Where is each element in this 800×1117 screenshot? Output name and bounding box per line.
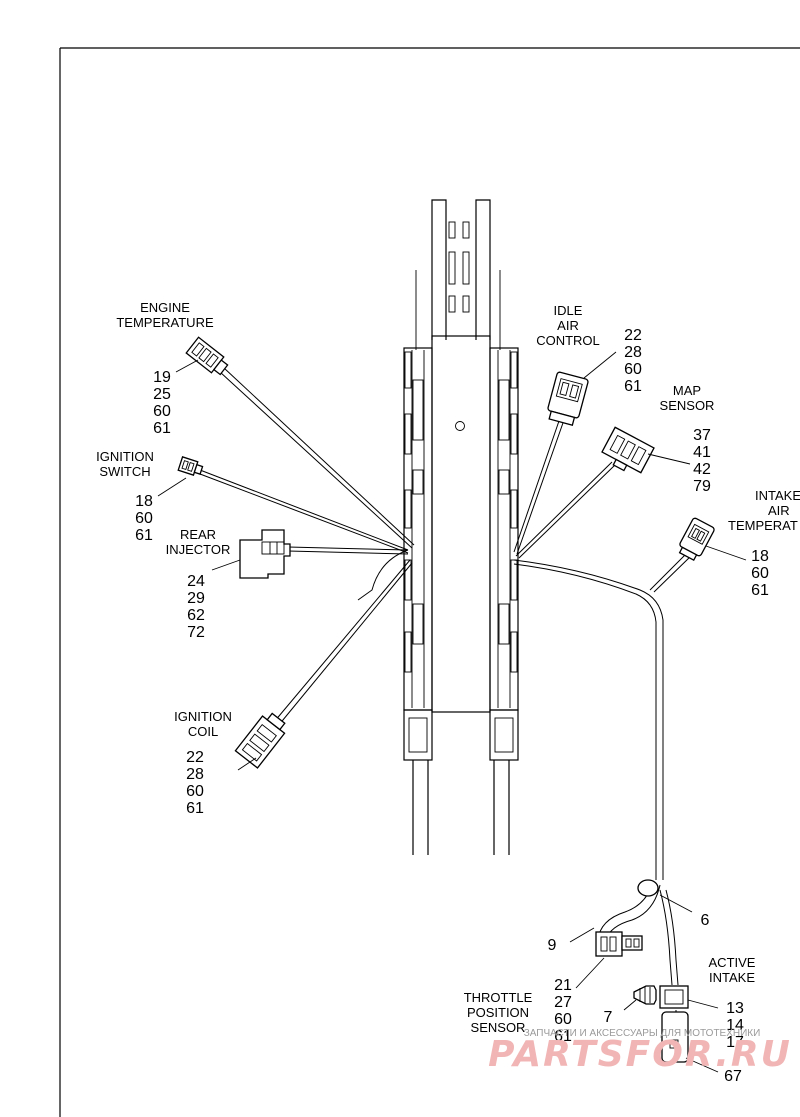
throttle-position-sensor-connector [595, 931, 643, 957]
frame-backbone [403, 199, 519, 855]
ignition-switch-label-1: IGNITION [96, 449, 154, 464]
label-active-intake: ACTIVE INTAKE [709, 955, 756, 985]
watermark-logo: PARTSFOR.RU [488, 1034, 792, 1075]
rear-injector-label-2: INJECTOR [166, 542, 231, 557]
rear-injector-num: 29 [187, 590, 205, 607]
intake-air-temperature-label-3: TEMPERAT [728, 518, 798, 533]
label-engine-temperature: ENGINE TEMPERATURE [116, 300, 214, 330]
intake-air-temperature-num: 18 [751, 548, 769, 565]
rear-injector-component [239, 529, 291, 579]
numbers-active-intake: 13 14 17 [726, 1000, 744, 1051]
idle-air-control-num: 60 [624, 361, 642, 378]
ignition-switch-num: 61 [135, 527, 153, 544]
rear-injector-num: 24 [187, 573, 205, 590]
watermark-tagline: ЗАПЧАСТИ И АКСЕССУАРЫ ДЛЯ МОТОТЕХНИКИ [524, 1028, 761, 1039]
idle-air-control-num: 61 [624, 378, 642, 395]
map-sensor-num: 37 [693, 427, 711, 444]
item-6-label: 6 [701, 912, 710, 929]
idle-air-control-num: 28 [624, 344, 642, 361]
engine-temperature-connector [185, 336, 229, 376]
tps-label-1: THROTTLE [464, 990, 533, 1005]
ignition-coil-label-2: COIL [188, 724, 218, 739]
numbers-ignition-coil: 22 28 60 61 [186, 749, 204, 817]
tps-num: 21 [554, 977, 572, 994]
numbers-rear-injector: 24 29 62 72 [187, 573, 205, 641]
numbers-engine-temperature: 19 25 60 61 [153, 369, 171, 437]
intake-air-temperature-num: 60 [751, 565, 769, 582]
intake-air-temperature-label-1: INTAKE [755, 488, 800, 503]
tps-num: 61 [554, 1028, 572, 1045]
tps-num: 60 [554, 1011, 572, 1028]
intake-air-temperature-label-2: AIR [768, 503, 790, 518]
engine-temperature-num: 25 [153, 386, 171, 403]
ignition-coil-num: 22 [186, 749, 204, 766]
active-intake-connector [659, 985, 689, 1063]
ignition-coil-connector [234, 712, 286, 769]
rear-injector-num: 72 [187, 624, 205, 641]
numbers-idle-air-control: 22 28 60 61 [624, 327, 642, 395]
engine-temperature-num: 60 [153, 403, 171, 420]
idle-air-control-label-3: CONTROL [536, 333, 600, 348]
map-sensor-num: 42 [693, 461, 711, 478]
item-9-label: 9 [548, 937, 557, 954]
map-sensor-num: 41 [693, 444, 711, 461]
ignition-coil-num: 61 [186, 800, 204, 817]
rear-injector-num: 62 [187, 607, 205, 624]
map-sensor-label-2: SENSOR [660, 398, 715, 413]
label-ignition-switch: IGNITION SWITCH [96, 449, 154, 479]
label-idle-air-control: IDLE AIR CONTROL [536, 303, 600, 348]
ignition-switch-num: 18 [135, 493, 153, 510]
item-7-label: 7 [604, 1009, 613, 1026]
ignition-switch-label-2: SWITCH [99, 464, 150, 479]
engine-temperature-num: 61 [153, 420, 171, 437]
label-ignition-coil: IGNITION COIL [174, 709, 232, 739]
rear-injector-label-1: REAR [180, 527, 216, 542]
label-throttle-position-sensor: THROTTLE POSITION SENSOR [464, 990, 533, 1035]
leader-lines [157, 351, 747, 1073]
engine-temperature-label-1: ENGINE [140, 300, 190, 315]
idle-air-control-num: 22 [624, 327, 642, 344]
idle-air-control-connector [547, 371, 589, 426]
map-sensor-connector [601, 426, 655, 474]
label-map-sensor: MAP SENSOR [660, 383, 715, 413]
engine-temperature-label-2: TEMPERATURE [116, 315, 214, 330]
active-intake-label-1: ACTIVE [709, 955, 756, 970]
numbers-ignition-switch: 18 60 61 [135, 493, 153, 544]
item-67-label: 67 [724, 1068, 742, 1085]
ignition-coil-num: 28 [186, 766, 204, 783]
active-intake-num: 14 [726, 1017, 744, 1034]
ignition-coil-label-1: IGNITION [174, 709, 232, 724]
engine-temperature-num: 19 [153, 369, 171, 386]
ignition-coil-num: 60 [186, 783, 204, 800]
numbers-throttle-position-sensor: 21 27 60 61 [554, 977, 572, 1045]
active-intake-label-2: INTAKE [709, 970, 755, 985]
label-intake-air-temperature: INTAKE AIR TEMPERAT [728, 488, 800, 533]
active-intake-num: 17 [726, 1034, 744, 1051]
label-rear-injector: REAR INJECTOR [166, 527, 231, 557]
numbers-intake-air-temperature: 18 60 61 [751, 548, 769, 599]
page-border [59, 47, 800, 1117]
tps-label-3: SENSOR [471, 1020, 526, 1035]
numbers-map-sensor: 37 41 42 79 [693, 427, 711, 495]
active-intake-num: 13 [726, 1000, 744, 1017]
idle-air-control-label-1: IDLE [554, 303, 583, 318]
idle-air-control-label-2: AIR [557, 318, 579, 333]
intake-air-temperature-num: 61 [751, 582, 769, 599]
item-7-fastener [633, 985, 657, 1005]
ignition-switch-connector [177, 456, 204, 476]
tps-num: 27 [554, 994, 572, 1011]
ignition-switch-num: 60 [135, 510, 153, 527]
intake-air-temperature-connector [678, 517, 715, 562]
tps-label-2: POSITION [467, 1005, 529, 1020]
watermark: ЗАПЧАСТИ И АКСЕССУАРЫ ДЛЯ МОТОТЕХНИКИ PA… [488, 1028, 792, 1075]
map-sensor-label-1: MAP [673, 383, 701, 398]
harness-wires [199, 367, 693, 1040]
map-sensor-num: 79 [693, 478, 711, 495]
